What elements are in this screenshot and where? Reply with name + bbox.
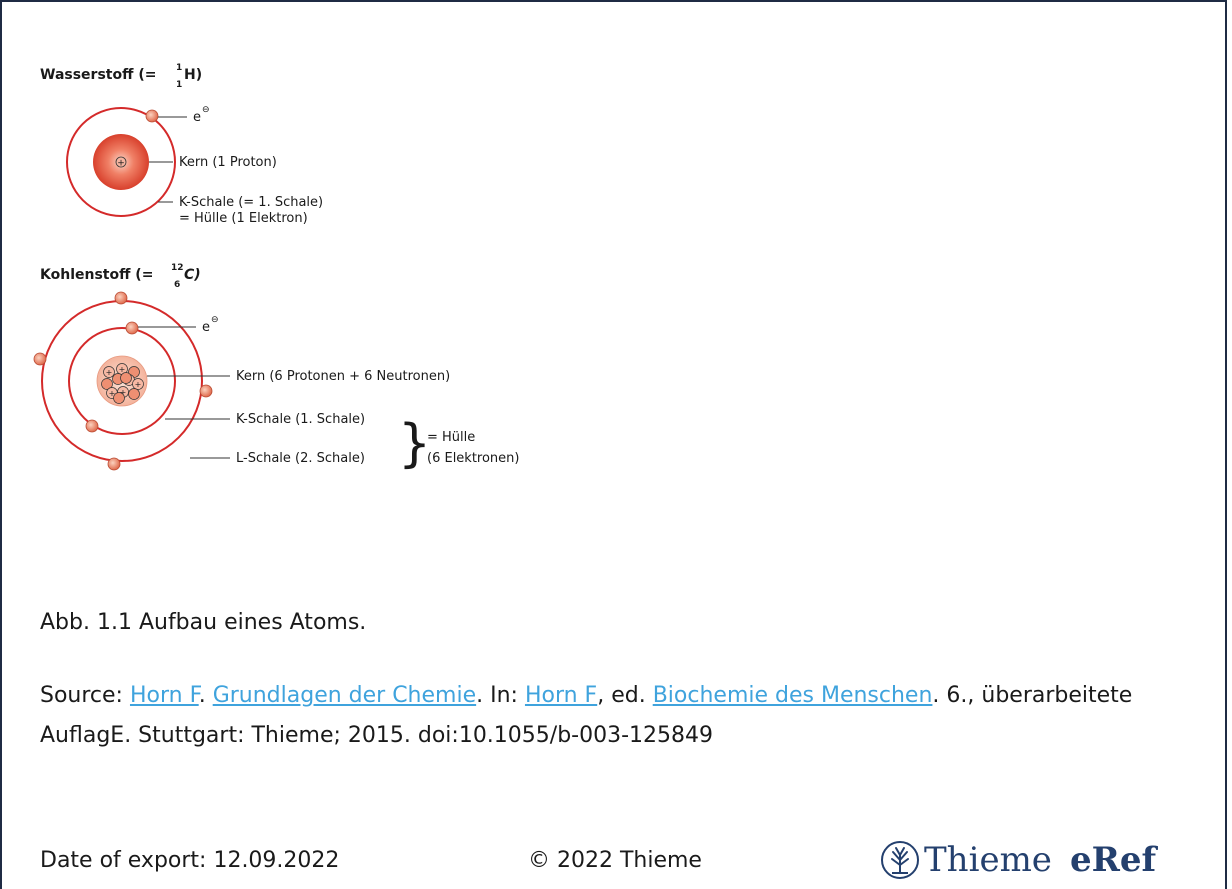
copyright-notice: © 2022 Thieme	[528, 848, 702, 873]
carbon-title: Kohlenstoff (=	[40, 267, 153, 283]
carbon-electron	[125, 321, 139, 335]
hydrogen-shell-label: K-Schale (= 1. Schale)	[179, 195, 323, 210]
carbon-atom: ++++++	[33, 291, 213, 471]
thieme-eref-logo: Thieme eRef	[880, 836, 1156, 884]
carbon-atomic-number: 6	[174, 280, 180, 290]
source-prefix: Source:	[40, 683, 130, 708]
source-citation: Source: Horn F. Grundlagen der Chemie. I…	[40, 676, 1190, 756]
carbon-electron	[85, 419, 99, 433]
carbon-nucleons: ++++++	[101, 363, 144, 404]
editor-link[interactable]: Horn F	[524, 683, 598, 708]
neutron-icon	[128, 388, 140, 400]
book-link[interactable]: Biochemie des Menschen	[652, 683, 933, 708]
carbon-electron-label: e	[202, 320, 210, 335]
proton-icon	[115, 156, 127, 168]
carbon-electron	[33, 352, 47, 366]
proton-icon	[132, 378, 144, 390]
proton-charge: +	[109, 389, 116, 398]
shell-group-label: = Hülle	[427, 430, 475, 445]
carbon-electron	[114, 291, 128, 305]
carbon-nucleus-label: Kern (6 Protonen + 6 Neutronen)	[236, 369, 450, 384]
thieme-tree-icon	[881, 841, 919, 879]
carbon-symbol: C)	[184, 267, 201, 283]
carbon-k-shell	[68, 327, 176, 435]
carbon-electron	[107, 457, 121, 471]
hydrogen-shell-label-2: = Hülle (1 Elektron)	[179, 211, 308, 226]
proton-charge: +	[119, 365, 126, 374]
source-details: . 6., überarbeitete AuflagE. Stuttgart: …	[40, 683, 1133, 748]
hydrogen-electron-label: e	[193, 110, 201, 125]
hydrogen-symbol: H)	[184, 67, 202, 83]
source-separator: .	[198, 683, 213, 708]
carbon-k-shell-label: K-Schale (1. Schale)	[236, 412, 365, 427]
shell-group-count: (6 Elektronen)	[427, 451, 520, 466]
hydrogen-title: Wasserstoff (=	[40, 67, 156, 83]
hydrogen-atom: +	[66, 107, 176, 217]
neutron-icon	[101, 378, 113, 390]
chapter-link[interactable]: Grundlagen der Chemie	[212, 683, 477, 708]
proton-charge: +	[106, 368, 113, 377]
proton-charge: +	[120, 388, 127, 397]
hydrogen-electron-sign: ⊖	[202, 105, 210, 115]
proton-icon	[103, 366, 115, 378]
carbon-l-shell-label: L-Schale (2. Schale)	[236, 451, 365, 466]
export-date: Date of export: 12.09.2022	[40, 848, 340, 873]
hydrogen-nucleus-label: Kern (1 Proton)	[179, 155, 277, 170]
hydrogen-electron	[145, 109, 159, 123]
proton-charge: +	[135, 380, 142, 389]
proton-charge: +	[117, 159, 125, 169]
hydrogen-k-shell	[66, 107, 176, 217]
source-separator: , ed.	[597, 683, 653, 708]
carbon-electron	[199, 384, 213, 398]
neutron-icon	[113, 392, 125, 404]
logo-product: eRef	[1069, 840, 1157, 880]
carbon-mass-number: 12	[171, 263, 184, 273]
atom-diagram: Wasserstoff (= 1 1 H) + e ⊖ Kern (1 Prot…	[33, 63, 520, 474]
shell-group-brace: }	[398, 414, 431, 474]
logo-name: Thieme	[924, 840, 1052, 880]
neutron-icon	[120, 372, 132, 384]
carbon-electron-sign: ⊖	[211, 315, 219, 325]
source-separator: . In:	[476, 683, 525, 708]
hydrogen-atomic-number: 1	[176, 80, 182, 90]
figure-caption: Abb. 1.1 Aufbau eines Atoms.	[40, 610, 367, 635]
hydrogen-mass-number: 1	[176, 63, 182, 73]
author-link[interactable]: Horn F	[129, 683, 199, 708]
